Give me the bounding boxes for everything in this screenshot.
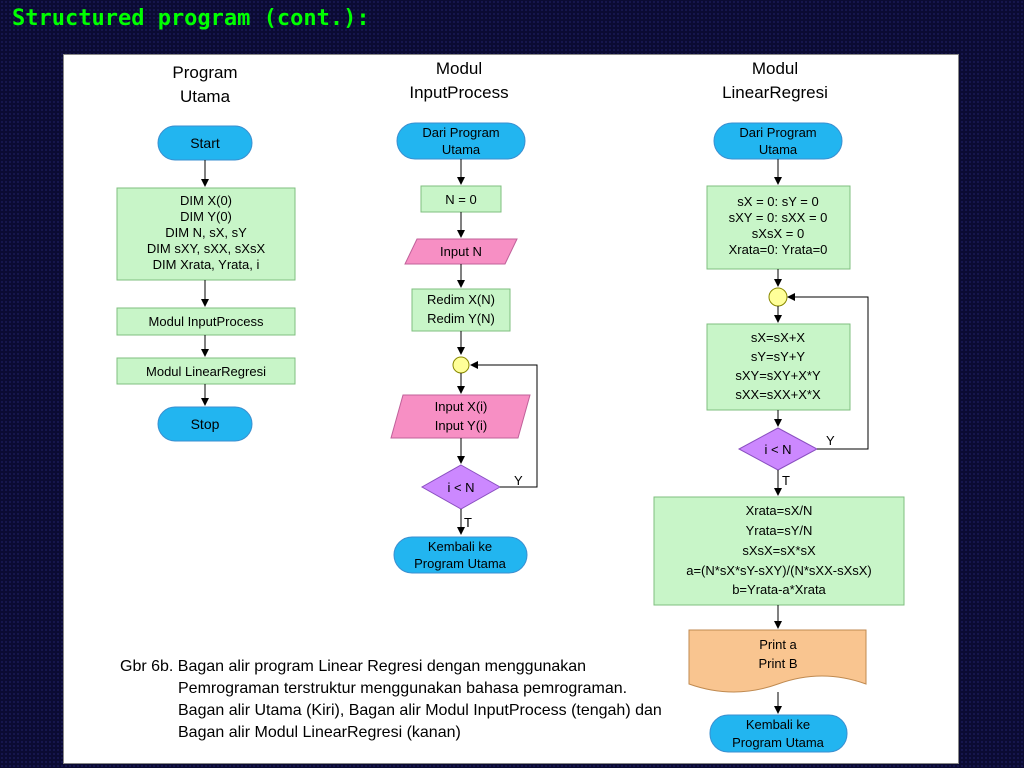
left-stop-terminal: Stop <box>157 406 253 442</box>
left-call-linearregresi: Modul LinearRegresi <box>116 357 296 385</box>
svg-text:sX=sX+X: sX=sX+X <box>751 330 806 345</box>
svg-text:DIM X(0): DIM X(0) <box>180 193 232 208</box>
left-column-header-line1: Program <box>172 63 237 82</box>
svg-text:Start: Start <box>190 135 220 151</box>
mid-from-terminal: Dari Program Utama <box>396 122 526 160</box>
svg-text:Print a: Print a <box>759 637 797 652</box>
caption-line-1: Gbr 6b. Bagan alir program Linear Regres… <box>120 658 587 675</box>
right-print-document: Print a Print B <box>688 629 867 693</box>
figure-caption: Gbr 6b. Bagan alir program Linear Regres… <box>120 656 720 744</box>
svg-text:Utama: Utama <box>442 142 481 157</box>
svg-text:sY=sY+Y: sY=sY+Y <box>751 349 806 364</box>
mid-back-terminal: Kembali ke Program Utama <box>393 536 528 574</box>
mid-no-label: T <box>464 515 472 530</box>
svg-text:Input N: Input N <box>440 244 482 259</box>
right-init-process: sX = 0: sY = 0 sXY = 0: sXX = 0 sXsX = 0… <box>706 185 851 270</box>
mid-input-xy-io: Input X(i) Input Y(i) <box>390 394 531 439</box>
svg-text:Program Utama: Program Utama <box>732 735 825 750</box>
left-start-terminal: Start <box>157 125 253 161</box>
svg-text:Redim X(N): Redim X(N) <box>427 292 495 307</box>
mid-decision: i < N <box>420 464 502 510</box>
left-column-header-line2: Utama <box>180 87 231 106</box>
mid-loop-connector <box>452 356 470 374</box>
svg-text:i < N: i < N <box>447 480 474 495</box>
svg-text:DIM N, sX, sY: DIM N, sX, sY <box>165 225 247 240</box>
svg-text:Stop: Stop <box>191 416 220 432</box>
svg-text:Xrata=sX/N: Xrata=sX/N <box>746 503 813 518</box>
svg-text:b=Yrata-a*Xrata: b=Yrata-a*Xrata <box>732 582 826 597</box>
svg-text:DIM Y(0): DIM Y(0) <box>180 209 232 224</box>
svg-text:sXY=sXY+X*Y: sXY=sXY+X*Y <box>735 368 821 383</box>
right-yes-label: Y <box>826 433 835 448</box>
svg-text:sXX=sXX+X*X: sXX=sXX+X*X <box>735 387 821 402</box>
svg-text:Modul InputProcess: Modul InputProcess <box>149 314 264 329</box>
svg-text:Input Y(i): Input Y(i) <box>435 418 488 433</box>
mid-column-header-line2: InputProcess <box>409 83 508 102</box>
mid-input-n-io: Input N <box>404 238 518 265</box>
mid-redim-process: Redim X(N) Redim Y(N) <box>411 288 511 332</box>
svg-text:Kembali ke: Kembali ke <box>746 717 810 732</box>
svg-text:N = 0: N = 0 <box>445 192 476 207</box>
right-calc-process: Xrata=sX/N Yrata=sY/N sXsX=sX*sX a=(N*sX… <box>653 496 905 606</box>
right-decision: i < N <box>737 427 819 471</box>
left-call-inputprocess: Modul InputProcess <box>116 307 296 336</box>
svg-text:Kembali ke: Kembali ke <box>428 539 492 554</box>
svg-text:Input X(i): Input X(i) <box>435 399 488 414</box>
left-dim-process: DIM X(0) DIM Y(0) DIM N, sX, sY DIM sXY,… <box>116 187 296 281</box>
svg-text:a=(N*sX*sY-sXY)/(N*sXX-sXsX): a=(N*sX*sY-sXY)/(N*sXX-sXsX) <box>686 563 872 578</box>
svg-text:Dari Program: Dari Program <box>422 125 499 140</box>
svg-text:Yrata=sY/N: Yrata=sY/N <box>746 523 813 538</box>
right-column-header-line1: Modul <box>752 59 798 78</box>
mid-n0-process: N = 0 <box>420 185 502 213</box>
mid-yes-label: Y <box>514 473 523 488</box>
svg-text:Redim Y(N): Redim Y(N) <box>427 311 495 326</box>
right-from-terminal: Dari Program Utama <box>713 122 843 160</box>
right-no-label: T <box>782 473 790 488</box>
right-sum-process: sX=sX+X sY=sY+Y sXY=sXY+X*Y sXX=sXX+X*X <box>706 323 851 411</box>
slide-title: Structured program (cont.): <box>12 6 370 31</box>
svg-text:DIM Xrata, Yrata, i: DIM Xrata, Yrata, i <box>153 257 260 272</box>
svg-text:sXY = 0: sXX = 0: sXY = 0: sXX = 0 <box>729 210 828 225</box>
right-loop-connector <box>768 287 788 307</box>
right-back-terminal: Kembali ke Program Utama <box>709 714 848 753</box>
svg-text:sX = 0: sY = 0: sX = 0: sY = 0 <box>737 194 818 209</box>
svg-text:Dari Program: Dari Program <box>739 125 816 140</box>
right-column-header-line2: LinearRegresi <box>722 83 828 102</box>
svg-text:i < N: i < N <box>764 442 791 457</box>
svg-text:Xrata=0: Yrata=0: Xrata=0: Yrata=0 <box>729 242 828 257</box>
caption-line-3: Bagan alir Utama (Kiri), Bagan alir Modu… <box>178 702 662 719</box>
svg-text:Utama: Utama <box>759 142 798 157</box>
mid-column-header-line1: Modul <box>436 59 482 78</box>
svg-text:Program Utama: Program Utama <box>414 556 507 571</box>
caption-line-4: Bagan alir Modul LinearRegresi (kanan) <box>178 724 461 741</box>
svg-text:Modul LinearRegresi: Modul LinearRegresi <box>146 364 266 379</box>
svg-text:sXsX=sX*sX: sXsX=sX*sX <box>742 543 816 558</box>
svg-text:Print B: Print B <box>758 656 797 671</box>
svg-text:DIM sXY, sXX, sXsX: DIM sXY, sXX, sXsX <box>147 241 266 256</box>
svg-text:sXsX = 0: sXsX = 0 <box>752 226 804 241</box>
caption-line-2: Pemrograman terstruktur menggunakan baha… <box>178 680 628 697</box>
